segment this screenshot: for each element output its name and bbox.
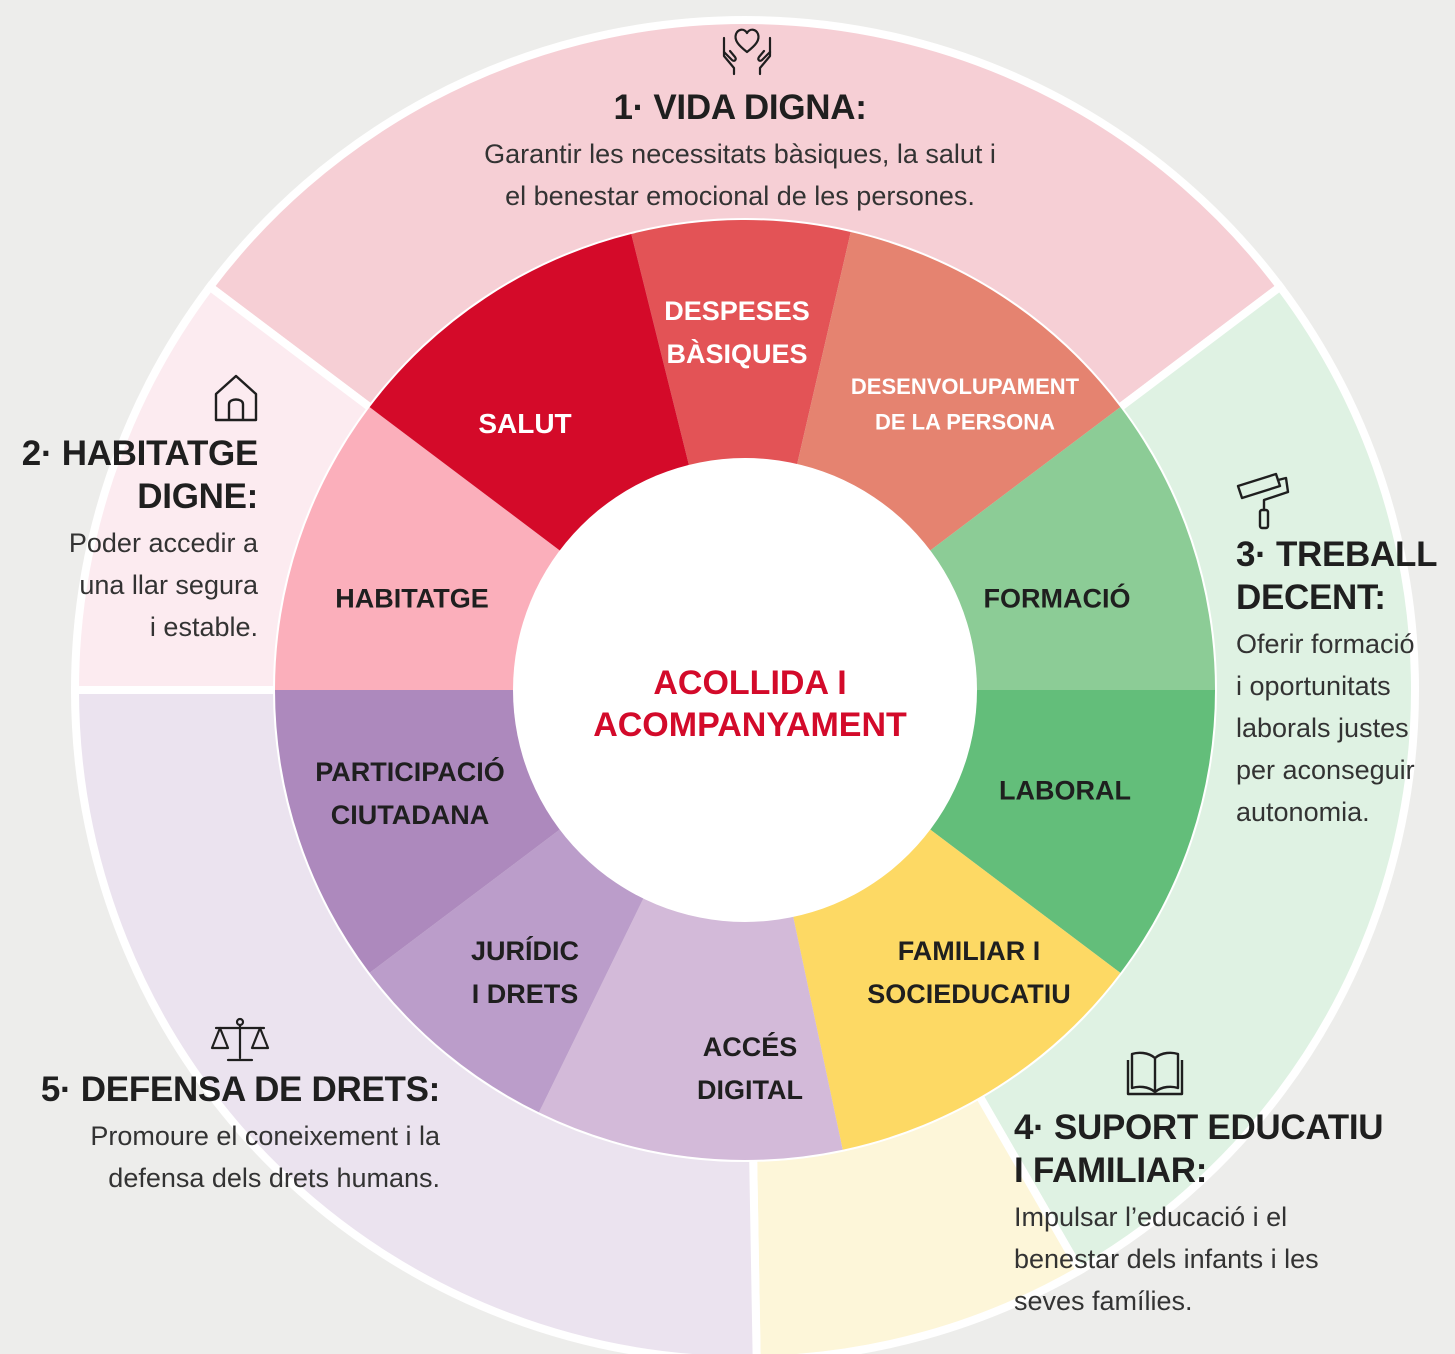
- segment-label-familiar: FAMILIAR I SOCIEDUCATIU: [867, 936, 1071, 1009]
- paint-roller-icon: [1236, 472, 1290, 530]
- defensa-drets-title: 5· DEFENSA DE DRETS:: [40, 1070, 440, 1109]
- segment-label-line: I DRETS: [472, 979, 579, 1009]
- vida-digna-title: 1· VIDA DIGNA:: [613, 88, 867, 127]
- segment-label-formacio: FORMACIÓ: [984, 582, 1131, 613]
- segment-label-line: FAMILIAR I: [898, 936, 1041, 966]
- segment-label-line: DIGITAL: [697, 1075, 803, 1105]
- segment-formacio: [928, 407, 1215, 690]
- segment-label-desenvolupament: DESENVOLUPAMENT DE LA PERSONA: [851, 374, 1080, 434]
- segment-label-acces: ACCÉS DIGITAL: [697, 1031, 803, 1105]
- center-label-line2: ACOMPANYAMENT: [593, 706, 907, 744]
- defensa-drets-text: Promoure el coneixement i la defensa del…: [90, 1121, 440, 1193]
- segment-label-habitatge: HABITATGE: [335, 583, 488, 613]
- outer-ring: [70, 15, 1419, 1354]
- segment-label-line: BÀSIQUES: [666, 338, 807, 369]
- segment-label-line: DESPESES: [664, 296, 810, 326]
- segment-despeses: [631, 219, 851, 467]
- segment-laboral: [928, 690, 1215, 973]
- block-habitatge-digne: 2· HABITATGE DIGNE: Poder accedir a una …: [0, 432, 259, 648]
- segment-label-line: SALUT: [478, 408, 571, 439]
- segment-label-participacio: PARTICIPACIÓ CIUTADANA: [315, 756, 505, 830]
- segment-label-juridic: JURÍDIC I DRETS: [471, 935, 579, 1009]
- center-label-line1: ACOLLIDA I: [653, 664, 846, 702]
- scales-icon: [210, 1017, 270, 1062]
- segment-label-line: DE LA PERSONA: [875, 409, 1055, 434]
- segment-labels: DESPESES BÀSIQUES DESENVOLUPAMENT DE LA PER…: [315, 296, 1131, 1105]
- segment-label-line: HABITATGE: [335, 583, 488, 613]
- segment-label-line: DESENVOLUPAMENT: [851, 374, 1080, 399]
- habitatge-digne-title: 2· HABITATGE DIGNE:: [21, 434, 259, 516]
- treball-decent-title: 3· TREBALL DECENT:: [1236, 535, 1438, 617]
- house-icon: [214, 374, 258, 422]
- segment-label-line: LABORAL: [999, 775, 1131, 805]
- segment-label-line: ACCÉS: [703, 1031, 798, 1062]
- segment-label-line: JURÍDIC: [471, 935, 579, 966]
- suport-educatiu-text: Impulsar l’educació i el benestar dels i…: [1014, 1202, 1319, 1316]
- segment-participacio: [275, 690, 562, 973]
- suport-educatiu-title: 4· SUPORT EDUCATIU I FAMILIAR:: [1014, 1108, 1384, 1190]
- center-circle: [513, 458, 977, 922]
- segment-label-laboral: LABORAL: [999, 775, 1131, 805]
- segment-label-line: PARTICIPACIÓ: [315, 756, 505, 787]
- segment-label-salut: SALUT: [478, 408, 571, 439]
- block-vida-digna: 1· VIDA DIGNA: Garantir les necessitats …: [380, 86, 1100, 217]
- block-defensa-drets: 5· DEFENSA DE DRETS: Promoure el coneixe…: [0, 1068, 440, 1199]
- treball-decent-text: Oferir formació i oportunitats laborals …: [1236, 629, 1415, 827]
- segment-label-line: CIUTADANA: [331, 800, 489, 830]
- segment-acces: [538, 896, 843, 1160]
- segment-habitatge: [275, 407, 562, 690]
- inner-ring: [275, 219, 1215, 1160]
- segment-desenvolupament: [796, 232, 1121, 552]
- segment-label-line: FORMACIÓ: [984, 582, 1131, 613]
- segment-juridic: [369, 828, 645, 1113]
- block-treball-decent: 3· TREBALL DECENT: Oferir formació i opo…: [1236, 533, 1455, 833]
- segment-label-despeses: DESPESES BÀSIQUES: [664, 296, 810, 369]
- block-suport-educatiu: 4· SUPORT EDUCATIU I FAMILIAR: Impulsar …: [1014, 1106, 1454, 1322]
- open-book-icon: [1126, 1051, 1184, 1096]
- habitatge-digne-text: Poder accedir a una llar segura i establ…: [68, 528, 258, 642]
- segment-familiar: [792, 828, 1121, 1150]
- heart-hands-icon: [722, 28, 772, 76]
- segment-salut: [369, 233, 690, 552]
- segment-label-line: SOCIEDUCATIU: [867, 979, 1071, 1009]
- vida-digna-text: Garantir les necessitats bàsiques, la sa…: [484, 139, 996, 211]
